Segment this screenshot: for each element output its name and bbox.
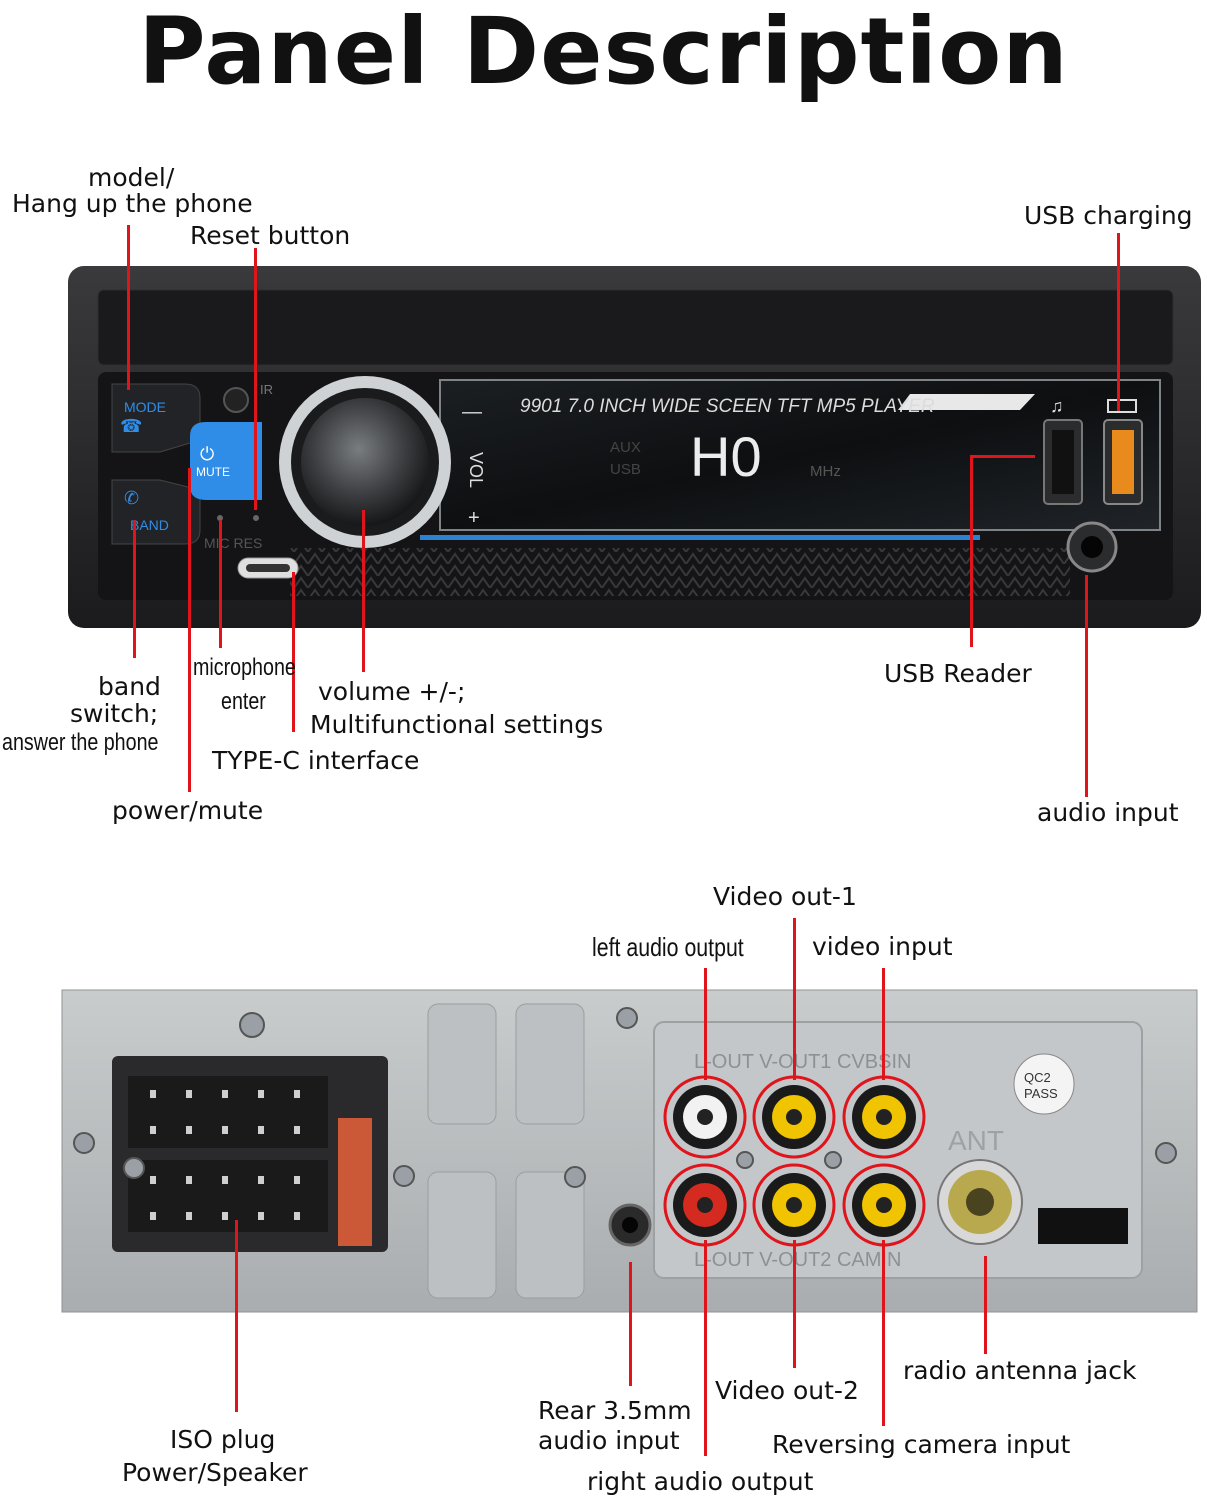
answer-icon: ✆ <box>124 488 139 508</box>
callout-power: power/mute <box>112 796 264 825</box>
callout-typec: TYPE-C interface <box>212 746 420 775</box>
music-note-icon: ♫ <box>1050 396 1064 416</box>
screw-icon <box>73 1132 95 1154</box>
callout-iso-line2: Power/Speaker <box>122 1458 308 1487</box>
iso-plug[interactable] <box>112 1056 388 1252</box>
callout-video-input: video input <box>812 932 953 961</box>
callout-video-out1: Video out-1 <box>713 882 857 911</box>
screw-icon <box>1155 1142 1177 1164</box>
ir-sensor <box>223 387 249 413</box>
leader-video-input <box>882 968 885 1080</box>
leader-audio-input <box>1085 575 1088 797</box>
power-icon: ⏻ <box>200 444 214 464</box>
callout-rear35-line2: audio input <box>538 1426 680 1455</box>
mic-res-label: MIC RES <box>204 535 262 551</box>
mute-label: MUTE <box>196 465 230 479</box>
vol-label: VOL <box>466 452 486 488</box>
callout-enter: enter <box>221 688 266 715</box>
callout-rear35-line1: Rear 3.5mm <box>538 1396 692 1425</box>
leader-right-audio <box>704 1240 707 1456</box>
callout-radio-antenna: radio antenna jack <box>903 1356 1137 1385</box>
screw-icon <box>393 1165 415 1187</box>
lcd-screen: 9901 7.0 INCH WIDE SCEEN TFT MP5 PLAYER … <box>439 379 1161 531</box>
callout-video-out2: Video out-2 <box>715 1376 859 1405</box>
mode-button[interactable] <box>111 383 201 453</box>
screw-icon <box>736 1151 754 1169</box>
leader-rear35 <box>629 1262 632 1386</box>
volume-knob[interactable] <box>301 398 429 526</box>
callout-volume-line1: volume +/-; <box>318 677 466 706</box>
lcd-faded-mhz: MHz <box>810 463 841 480</box>
screw-icon <box>123 1157 145 1179</box>
screw-icon <box>616 1007 638 1029</box>
callout-right-audio: right audio output <box>587 1467 814 1496</box>
page-title: Panel Description <box>138 0 1069 105</box>
callout-model-line2: Hang up the phone <box>12 189 253 218</box>
vol-plus: + <box>468 507 480 529</box>
callout-usb-charging: USB charging <box>1024 201 1193 230</box>
qc-pass-sticker <box>1013 1053 1075 1115</box>
leader-antenna <box>984 1256 987 1354</box>
front-panel: 9901 7.0 INCH WIDE SCEEN TFT MP5 PLAYER … <box>68 266 1201 628</box>
leader-reset <box>254 248 257 510</box>
callout-band-line1: band <box>98 672 161 701</box>
callout-model-line1: model/ <box>88 163 175 192</box>
callout-volume-line2: Multifunctional settings <box>310 710 604 739</box>
leader-volume <box>362 510 365 672</box>
screw-icon <box>564 1166 586 1188</box>
lcd-faded-usb: USB <box>610 461 641 478</box>
callout-band-line2: switch; <box>70 699 159 728</box>
ant-label: ANT <box>948 1125 1004 1156</box>
callout-iso-line1: ISO plug <box>170 1425 276 1454</box>
rca-bottom-labels: L-OUT V-OUT2 CAMIN <box>694 1249 901 1271</box>
ir-label: IR <box>260 382 273 397</box>
leader-microphone <box>219 520 222 648</box>
callout-reset: Reset button <box>190 221 351 250</box>
leader-video-out2 <box>793 1240 796 1368</box>
leader-video-out1 <box>793 918 796 1080</box>
reset-hole[interactable] <box>253 515 259 521</box>
vol-minus: — <box>462 401 482 423</box>
hangup-icon: ☎ <box>120 416 142 436</box>
leader-mode <box>127 225 130 390</box>
microphone-hole <box>217 515 223 521</box>
battery-icon <box>1107 399 1137 413</box>
screw-icon <box>239 1012 265 1038</box>
callout-left-audio: left audio output <box>592 932 744 962</box>
leader-band <box>133 520 136 658</box>
leader-usb-reader <box>970 455 973 647</box>
rear-panel: L-OUT V-OUT1 CVBSIN L-OUT V-OUT2 CAMIN A… <box>61 989 1198 1313</box>
leader-reversing <box>882 1240 885 1426</box>
leader-usb-reader-h <box>970 455 1035 458</box>
callout-band-line3: answer the phone <box>2 729 159 756</box>
rca-top-labels: L-OUT V-OUT1 CVBSIN <box>694 1051 911 1073</box>
qc-line2: PASS <box>1024 1086 1058 1101</box>
lcd-faded-aux: AUX <box>610 439 641 456</box>
black-label <box>1038 1208 1128 1244</box>
lcd-caption: 9901 7.0 INCH WIDE SCEEN TFT MP5 PLAYER <box>520 396 935 417</box>
screw-icon <box>824 1151 842 1169</box>
fuse <box>338 1118 372 1246</box>
lcd-digits: H0 <box>690 425 762 488</box>
callout-microphone: microphone <box>193 654 296 681</box>
qc-line1: QC2 <box>1024 1070 1051 1085</box>
leader-power <box>188 468 191 792</box>
leader-left-audio <box>704 968 707 1080</box>
leader-typec <box>292 572 295 732</box>
callout-usb-reader: USB Reader <box>884 659 1032 688</box>
leader-usb-charging <box>1117 233 1120 411</box>
callout-audio-input: audio input <box>1037 798 1179 827</box>
mode-label: MODE <box>124 399 166 415</box>
leader-iso <box>235 1220 238 1412</box>
callout-reversing: Reversing camera input <box>772 1430 1071 1459</box>
band-label: BAND <box>130 517 169 533</box>
power-mute-button[interactable] <box>190 422 262 500</box>
